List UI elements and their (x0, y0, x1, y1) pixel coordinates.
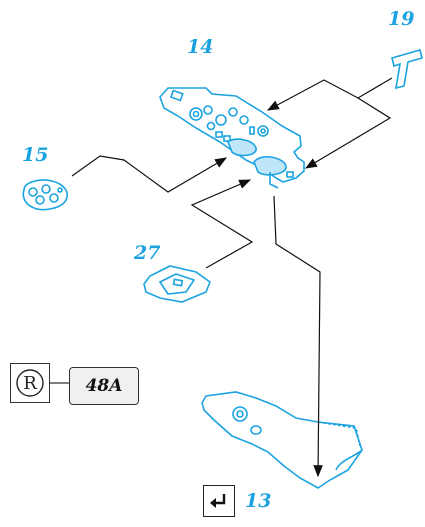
callout-19: 19 (388, 8, 415, 30)
callout-14: 14 (187, 36, 214, 58)
leader-step13 (273, 195, 323, 478)
step-icon-box (203, 485, 235, 517)
leader-19-b (304, 97, 392, 169)
reference-symbol-box: R (10, 363, 50, 403)
leader-19-a (266, 77, 393, 111)
registered-r-icon: R (16, 369, 44, 397)
reference-connector (50, 382, 70, 384)
callout-27: 27 (134, 242, 161, 264)
part-19-clip (391, 49, 423, 90)
leader-lines (71, 77, 393, 478)
part-14-bracket (159, 87, 305, 189)
callout-15: 15 (22, 144, 49, 166)
leader-15 (71, 155, 228, 193)
callout-13: 13 (245, 490, 272, 512)
part-27-pad (143, 265, 211, 303)
reference-symbol: R (23, 373, 37, 394)
leader-27 (190, 179, 254, 269)
part-15-lens-plate (22, 179, 68, 211)
return-arrow-icon (210, 494, 226, 508)
reference-label: 48A (69, 367, 139, 405)
part-step13-bracket (201, 391, 363, 489)
